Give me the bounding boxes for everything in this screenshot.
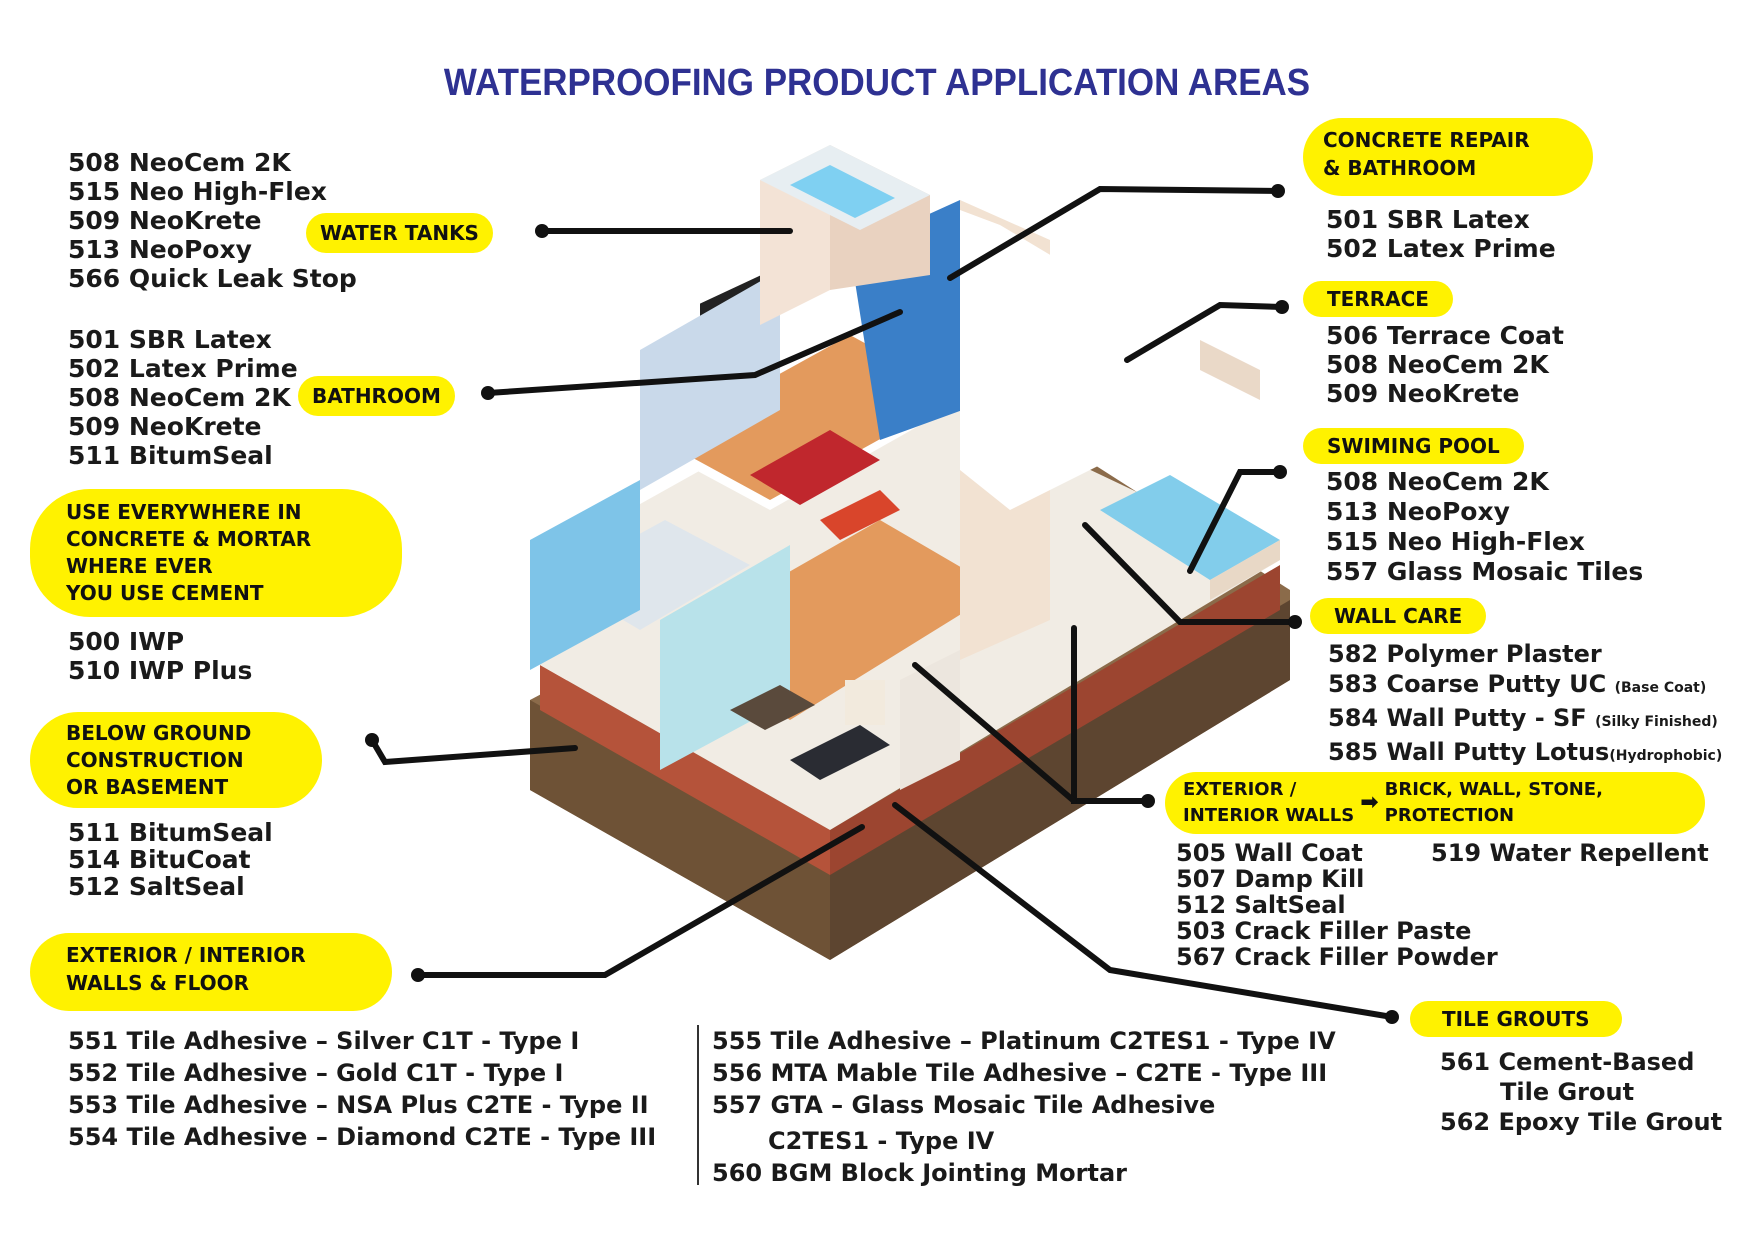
- coffee-table: [730, 685, 815, 730]
- below-ground-label: BELOW GROUND CONSTRUCTION OR BASEMENT: [30, 712, 322, 808]
- use-everywhere-label: USE EVERYWHERE IN CONCRETE & MORTAR WHER…: [30, 489, 402, 617]
- product-item: 501 SBR Latex: [68, 325, 272, 354]
- product-note: (Hydrophobic): [1609, 748, 1723, 764]
- product-item: 507 Damp Kill: [1176, 865, 1365, 893]
- product-item: 515 Neo High-Flex: [68, 177, 327, 206]
- bathroom-product-list: 501 SBR Latex 502 Latex Prime 508 NeoCem…: [68, 325, 298, 470]
- concrete-repair-label: CONCRETE REPAIR & BATHROOM: [1303, 118, 1593, 196]
- concrete-repair-product-list: 501 SBR Latex 502 Latex Prime: [1326, 205, 1556, 263]
- product-item: 584 Wall Putty - SF (Silky Finished): [1328, 704, 1718, 732]
- product-item: 567 Crack Filler Powder: [1176, 943, 1498, 971]
- product-item: 503 Crack Filler Paste: [1176, 917, 1472, 945]
- terrace-product-list: 506 Terrace Coat 508 NeoCem 2K 509 NeoKr…: [1326, 321, 1564, 408]
- product-item: 555 Tile Adhesive – Platinum C2TES1 - Ty…: [712, 1027, 1336, 1055]
- terrace-roof: [960, 210, 1260, 510]
- water-tanks-product-list: 508 NeoCem 2K 515 Neo High-Flex 509 NeoK…: [68, 148, 357, 293]
- product-item: 512 SaltSeal: [68, 872, 245, 901]
- product-item: 500 IWP: [68, 627, 185, 656]
- bathroom-label: BATHROOM: [298, 376, 455, 416]
- product-item: 509 NeoKrete: [68, 412, 262, 441]
- product-item: 561 Cement-Based: [1440, 1048, 1695, 1076]
- arrow-right-icon: ➡: [1360, 790, 1379, 815]
- product-item: 508 NeoCem 2K: [1326, 350, 1549, 379]
- product-item: 554 Tile Adhesive – Diamond C2TE - Type …: [68, 1123, 657, 1151]
- ext-int-walls-product-list-right: 519 Water Repellent: [1431, 840, 1709, 866]
- water-tank-water: [790, 165, 895, 218]
- product-note: (Silky Finished): [1595, 714, 1718, 730]
- product-item: 509 NeoKrete: [68, 206, 262, 235]
- product-item: 501 SBR Latex: [1326, 205, 1530, 234]
- product-item: 513 NeoPoxy: [68, 235, 252, 264]
- product-item: 566 Quick Leak Stop: [68, 264, 357, 293]
- swimming-pool-label: SWIMING POOL: [1303, 428, 1524, 464]
- product-item: 560 BGM Block Jointing Mortar: [712, 1159, 1127, 1187]
- product-item: 552 Tile Adhesive – Gold C1T - Type I: [68, 1059, 564, 1087]
- tile-grouts-label: TILE GROUTS: [1410, 1001, 1622, 1037]
- wall-care-product-list: 582 Polymer Plaster 583 Coarse Putty UC …: [1328, 639, 1722, 771]
- column-divider: [697, 1025, 699, 1185]
- product-item: 557 Glass Mosaic Tiles: [1326, 557, 1644, 586]
- terrace-label: TERRACE: [1303, 281, 1453, 317]
- product-item: 502 Latex Prime: [68, 354, 298, 383]
- wall-care-label: WALL CARE: [1310, 598, 1487, 634]
- product-item: 562 Epoxy Tile Grout: [1440, 1108, 1723, 1136]
- brick-foundation-front: [540, 665, 830, 875]
- product-item: 509 NeoKrete: [1326, 379, 1520, 408]
- couch: [790, 725, 890, 780]
- product-item: 583 Coarse Putty UC (Base Coat): [1328, 670, 1707, 698]
- product-item: C2TES1 - Type IV: [768, 1127, 995, 1155]
- product-item: 519 Water Repellent: [1431, 839, 1709, 867]
- ext-int-walls-label-right: BRICK, WALL, STONE, PROTECTION: [1384, 779, 1603, 826]
- product-item: 515 Neo High-Flex: [1326, 527, 1585, 556]
- product-item: 582 Polymer Plaster: [1328, 640, 1602, 668]
- walls-floor-label: EXTERIOR / INTERIOR WALLS & FLOOR: [30, 933, 392, 1011]
- product-item: 585 Wall Putty Lotus(Hydrophobic): [1328, 738, 1723, 766]
- walls-floor-product-list-left: 551 Tile Adhesive – Silver C1T - Type I …: [68, 1025, 656, 1153]
- walls-floor-product-list-right: 555 Tile Adhesive – Platinum C2TES1 - Ty…: [712, 1025, 1336, 1189]
- product-item: 551 Tile Adhesive – Silver C1T - Type I: [68, 1027, 580, 1055]
- product-item: 508 NeoCem 2K: [1326, 467, 1549, 496]
- product-item: 556 MTA Mable Tile Adhesive – C2TE - Typ…: [712, 1059, 1328, 1087]
- product-item: 514 BituCoat: [68, 845, 251, 874]
- product-item: 510 IWP Plus: [68, 656, 253, 685]
- tile-grouts-product-list: 561 Cement-Based Tile Grout 562 Epoxy Ti…: [1440, 1047, 1722, 1137]
- below-ground-product-list: 511 BitumSeal 514 BituCoat 512 SaltSeal: [68, 819, 273, 900]
- product-item: 511 BitumSeal: [68, 441, 273, 470]
- product-item: 553 Tile Adhesive – NSA Plus C2TE - Type…: [68, 1091, 649, 1119]
- fireplace: [845, 680, 885, 725]
- product-item: 557 GTA – Glass Mosaic Tile Adhesive: [712, 1091, 1216, 1119]
- ext-int-walls-label: EXTERIOR / INTERIOR WALLS ➡ BRICK, WALL,…: [1165, 772, 1705, 834]
- product-note: (Base Coat): [1614, 680, 1707, 696]
- bed: [750, 430, 880, 505]
- pool-product-list: 508 NeoCem 2K 513 NeoPoxy 515 Neo High-F…: [1326, 467, 1643, 587]
- ext-int-walls-label-left: EXTERIOR / INTERIOR WALLS: [1183, 779, 1355, 826]
- product-item: 502 Latex Prime: [1326, 234, 1556, 263]
- product-item: 508 NeoCem 2K: [68, 148, 291, 177]
- product-item: Tile Grout: [1500, 1078, 1635, 1106]
- sofa: [820, 490, 900, 540]
- product-item: 512 SaltSeal: [1176, 891, 1346, 919]
- everywhere-product-list: 500 IWP 510 IWP Plus: [68, 627, 252, 685]
- page-title: WATERPROOFING PRODUCT APPLICATION AREAS: [443, 62, 1311, 104]
- product-item: 513 NeoPoxy: [1326, 497, 1510, 526]
- product-item: 508 NeoCem 2K: [68, 383, 291, 412]
- product-item: 506 Terrace Coat: [1326, 321, 1564, 350]
- kitchen-wall: [530, 480, 640, 670]
- product-item: 511 BitumSeal: [68, 818, 273, 847]
- water-tanks-label: WATER TANKS: [306, 213, 493, 253]
